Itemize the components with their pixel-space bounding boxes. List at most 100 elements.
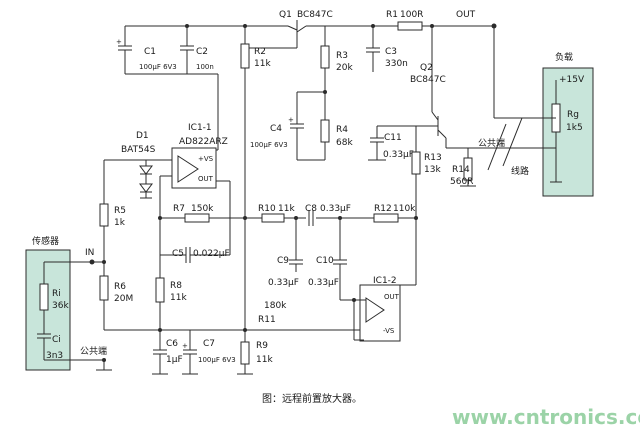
r10-value: 11k	[278, 204, 295, 214]
svg-text:+: +	[116, 38, 122, 46]
r13-value: 13k	[424, 165, 441, 175]
ic1-2-label: IC1-2	[373, 276, 397, 286]
r14-label: R14	[452, 165, 470, 175]
resistor-r7: R7 150k	[173, 204, 214, 223]
r4-value: 68k	[336, 138, 353, 148]
c4-value: 100μF 6V3	[250, 141, 288, 149]
top-rail	[125, 23, 497, 29]
watermark: www.cntronics.com	[452, 405, 640, 429]
capacitor-c9: C9 0.33μF	[268, 218, 303, 288]
r12-label: R12	[374, 204, 392, 214]
d1-label: D1	[136, 131, 149, 141]
r7-value: 150k	[191, 204, 214, 214]
c8-label: C8	[305, 204, 317, 214]
svg-text:+: +	[182, 342, 188, 350]
common-left-label: 公共端	[80, 345, 107, 357]
r9-label: R9	[256, 341, 268, 351]
c3-label: C3	[385, 47, 397, 57]
opamp-ic1-2: IC1-2 OUT -VS	[245, 276, 416, 342]
svg-text:-VS: -VS	[383, 327, 395, 335]
capacitor-c5: C5 0.022μF	[160, 247, 230, 263]
load-title: 负载	[555, 51, 573, 63]
resistor-r14: R14 560R	[450, 148, 476, 187]
q1-label: Q1	[279, 10, 292, 20]
capacitor-c3: C3 330n	[366, 26, 408, 72]
figure-caption: 图：远程前置放大器。	[262, 392, 362, 405]
c6-label: C6	[166, 339, 178, 349]
cable-label: 线路	[511, 165, 529, 177]
resistor-r9: R9 11k	[237, 330, 273, 375]
c9-label: C9	[277, 256, 289, 266]
ic1-1-label: IC1-1	[188, 123, 212, 133]
sensor-title: 传感器	[32, 235, 59, 247]
c10-value: 0.33μF	[308, 278, 339, 288]
r1-label: R1	[386, 10, 398, 20]
resistor-r10: R10 11k	[258, 204, 295, 223]
r10-label: R10	[258, 204, 276, 214]
r2-label: R2	[254, 47, 266, 57]
r5-label: R5	[114, 206, 126, 216]
capacitor-c7: + C7 100μF 6V3	[182, 330, 236, 375]
capacitor-c1: + C1 100μF 6V3	[116, 26, 177, 74]
c3-value: 330n	[385, 59, 408, 69]
ic1-1-part: AD822ARZ	[179, 137, 228, 147]
c2-label: C2	[196, 47, 208, 57]
ci-value: 3n3	[46, 351, 63, 361]
capacitor-c8: C8 0.33μF	[305, 204, 351, 226]
resistor-r4: R4 68k	[320, 92, 353, 160]
q2-label: Q2	[420, 63, 433, 73]
q1-part: BC847C	[297, 10, 333, 20]
c5-label: C5	[172, 249, 184, 259]
r11-label: R11	[258, 315, 276, 325]
c10-label: C10	[316, 256, 334, 266]
resistor-r12: R12 110k	[373, 204, 416, 223]
sensor-panel: 传感器 Ri 36k Ci 3n3	[25, 235, 104, 371]
c7-value: 100μF 6V3	[198, 356, 236, 364]
ci-label: Ci	[52, 335, 61, 345]
capacitor-c4: + C4 100μF 6V3	[250, 92, 304, 160]
c6-value: 1μF	[166, 355, 183, 365]
common-right-label: 公共端	[478, 137, 505, 149]
resistor-r11: 180k R11	[258, 301, 287, 325]
c11-value: 0.33μF	[383, 150, 414, 160]
svg-text:OUT: OUT	[384, 293, 400, 301]
out-label: OUT	[456, 10, 476, 20]
c9-value: 0.33μF	[268, 278, 299, 288]
r14-value: 560R	[450, 177, 473, 187]
load-panel: 负载 +15V Rg 1k5	[542, 51, 594, 197]
c1-label: C1	[144, 47, 156, 57]
resistor-r5: R5 1k	[99, 160, 126, 262]
r11-value: 180k	[264, 301, 287, 311]
r6-label: R6	[114, 282, 126, 292]
r9-value: 11k	[256, 355, 273, 365]
ri-value: 36k	[52, 301, 69, 311]
r12-value: 110k	[393, 204, 416, 214]
ri-label: Ri	[52, 289, 61, 299]
r8-label: R8	[170, 281, 182, 291]
resistor-r2: R2 11k	[240, 26, 271, 330]
r6-value: 20M	[114, 294, 133, 304]
resistor-r6: R6 20M	[99, 262, 245, 331]
r3-label: R3	[336, 51, 348, 61]
in-label: IN	[85, 248, 94, 258]
r3-value: 20k	[336, 63, 353, 73]
r2-value: 11k	[254, 59, 271, 69]
c1-value: 100μF 6V3	[139, 63, 177, 71]
c2-value: 100n	[196, 63, 214, 71]
resistor-r8: R8 11k	[155, 277, 187, 303]
rg-value: 1k5	[566, 123, 583, 133]
r5-value: 1k	[114, 218, 126, 228]
resistor-r1: R1 100R	[386, 10, 423, 31]
c11-label: C11	[384, 133, 402, 143]
c5-value: 0.022μF	[193, 249, 230, 259]
opamp-ic1-1: IC1-1 AD822ARZ +VS OUT	[160, 123, 231, 255]
cable-symbol: 线路	[487, 26, 550, 177]
svg-text:+: +	[288, 116, 294, 124]
diode-d1: D1 BAT54S	[104, 131, 160, 199]
resistor-r13: R13 13k	[411, 126, 442, 285]
r4-label: R4	[336, 125, 348, 135]
svg-text:OUT: OUT	[198, 175, 214, 183]
q2-part: BC847C	[410, 75, 446, 85]
capacitor-c6: C6 1μF	[152, 330, 183, 375]
